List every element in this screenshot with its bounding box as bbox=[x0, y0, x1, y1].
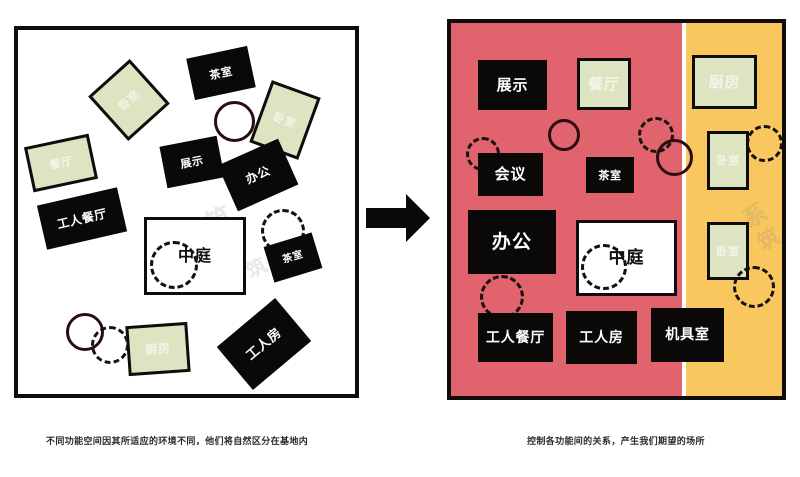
program-box-label: 工人餐厅 bbox=[55, 205, 109, 232]
program-box-exhibition[interactable]: 展示 bbox=[478, 60, 547, 110]
right-panel-caption: 控制各功能间的关系，产生我们期望的场所 bbox=[527, 437, 705, 447]
site-dashed-circle bbox=[746, 125, 783, 162]
program-box-label: 机具室 bbox=[665, 327, 710, 343]
program-box-label: 办公 bbox=[243, 163, 273, 187]
program-box-label: 厨房 bbox=[708, 72, 741, 91]
program-box-label: 茶室 bbox=[281, 248, 305, 266]
program-box-meeting[interactable]: 会议 bbox=[478, 153, 543, 196]
program-box-label: 展示 bbox=[179, 153, 205, 171]
program-box-worker-canteen[interactable]: 工人餐厅 bbox=[478, 313, 553, 362]
program-box-label: 茶室 bbox=[208, 64, 234, 82]
program-box-label: 展示 bbox=[496, 75, 529, 94]
site-circle bbox=[548, 119, 580, 151]
program-box-label: 工人房 bbox=[579, 329, 624, 346]
program-box-label: 餐厅 bbox=[48, 154, 74, 172]
program-box-label: 办公 bbox=[491, 230, 533, 253]
program-box-label: 工人房 bbox=[243, 324, 285, 364]
program-box-bedroom[interactable]: 卧室 bbox=[707, 131, 749, 190]
courtyard-dashed-circle bbox=[150, 241, 198, 289]
site-dashed-circle bbox=[91, 326, 129, 364]
program-box-label: 茶室 bbox=[598, 168, 622, 182]
site-dashed-circle bbox=[733, 266, 775, 308]
courtyard-dashed-circle bbox=[581, 244, 627, 290]
program-box-label: 卧室 bbox=[716, 244, 740, 258]
site-circle bbox=[656, 139, 693, 176]
program-box-kitchen[interactable]: 厨房 bbox=[125, 321, 191, 377]
program-box-label: 工人餐厅 bbox=[485, 329, 546, 346]
program-box-label: 厨房 bbox=[144, 341, 172, 357]
program-box-office[interactable]: 办公 bbox=[468, 210, 556, 274]
program-box-equipment-room[interactable]: 机具室 bbox=[651, 308, 724, 362]
program-box-tearoom[interactable]: 茶室 bbox=[586, 157, 634, 193]
program-box-bedroom[interactable]: 卧室 bbox=[707, 222, 749, 280]
transform-arrow-icon bbox=[366, 194, 430, 242]
program-box-dining[interactable]: 餐厅 bbox=[577, 58, 631, 110]
program-box-label: 卧室 bbox=[271, 109, 299, 131]
program-box-label: 会议 bbox=[494, 165, 527, 183]
left-panel-caption: 不同功能空间因其所适应的环境不同，他们将自然区分在基地内 bbox=[46, 437, 309, 447]
site-circle bbox=[214, 101, 255, 142]
program-box-label: 卧室 bbox=[115, 87, 143, 113]
program-box-label: 餐厅 bbox=[588, 74, 620, 93]
program-box-worker-room[interactable]: 工人房 bbox=[566, 311, 637, 364]
program-box-kitchen[interactable]: 厨房 bbox=[692, 55, 757, 109]
program-box-label: 卧室 bbox=[716, 154, 740, 167]
